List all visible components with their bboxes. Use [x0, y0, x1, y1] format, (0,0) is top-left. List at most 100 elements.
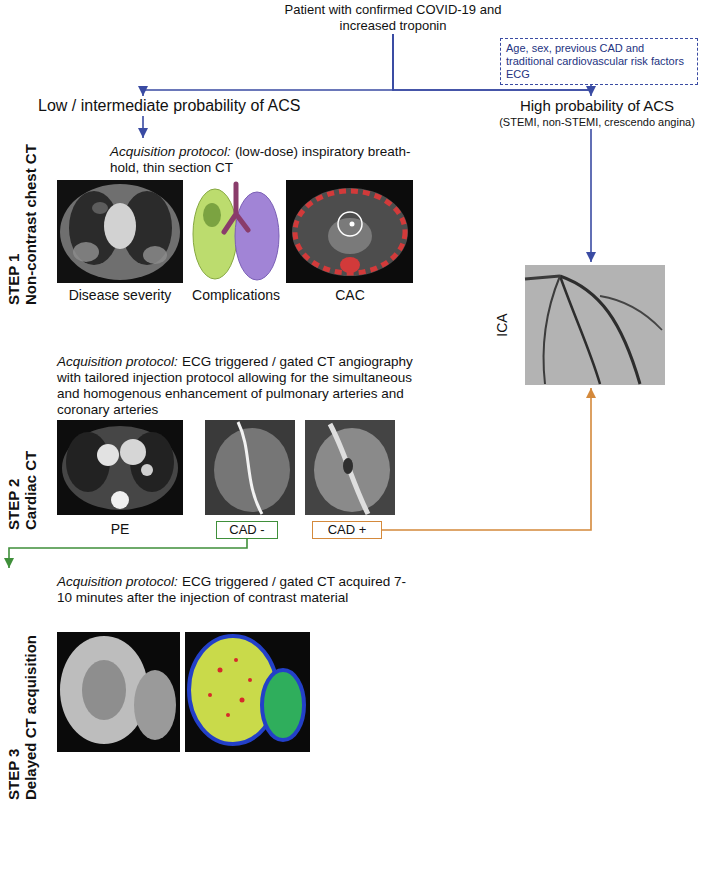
ct-lung-image	[57, 180, 183, 283]
ct-lung-image	[73, 242, 99, 262]
criteria-text: Age, sex, previous CAD and traditional c…	[506, 42, 692, 81]
angiography-image	[525, 265, 665, 385]
step-title: Delayed CT acquisition	[22, 620, 39, 800]
calcium-score-image	[292, 188, 408, 276]
calcium-score-image	[286, 180, 413, 283]
delayed-ct-colour-map	[208, 693, 212, 697]
delayed-ct-colour-map	[262, 670, 304, 740]
protocol-paragraph: Acquisition protocol:(low-dose) inspirat…	[110, 144, 425, 176]
probability-label: Low / intermediate probability of ACS	[38, 96, 300, 116]
text-block: CAD -	[217, 522, 277, 538]
coronary-normal-image	[205, 420, 295, 515]
step-number: STEP 3	[5, 620, 22, 800]
lung-model-image	[193, 189, 237, 279]
calcium-score-image	[340, 257, 360, 273]
angiography-image	[543, 276, 560, 384]
image-caption: Disease severity	[65, 287, 175, 304]
ct-lung-image	[104, 203, 136, 249]
delayed-ct-colour-map	[248, 678, 252, 682]
coronary-normal-image	[214, 428, 290, 512]
step-title: Non-contrast chest CT	[22, 125, 39, 305]
step-number: STEP 2	[5, 410, 22, 530]
lung-model-image	[224, 184, 248, 232]
pulmonary-ct-image	[57, 420, 183, 515]
calcium-score-image	[338, 212, 362, 236]
text-block: Age, sex, previous CAD and traditional c…	[506, 42, 692, 81]
delayed-ct-image	[134, 670, 176, 740]
flow-arrow	[9, 539, 247, 568]
pulmonary-ct-image	[111, 491, 129, 509]
image-caption: CAC	[295, 287, 405, 304]
rotated-label: STEP 3Delayed CT acquisition	[5, 620, 39, 800]
delayed-ct-colour-map	[185, 632, 310, 752]
protocol-paragraph: Acquisition protocol:ECG triggered / gat…	[57, 354, 425, 418]
angiography-image	[525, 265, 665, 385]
coronary-disease-image	[343, 458, 353, 474]
ct-lung-image	[143, 246, 167, 264]
image-label: ICA	[493, 305, 511, 345]
step-panel: STEP 3Delayed CT acquisition Acquisition …	[0, 568, 425, 868]
calcium-score-image	[350, 222, 355, 227]
text-block: High probability of ACS(STEMI, non-STEMI…	[496, 96, 698, 129]
delayed-ct-image	[60, 636, 148, 744]
result-box: CAD -	[216, 521, 278, 539]
coronary-normal-image	[205, 420, 295, 515]
step-title: Cardiac CT	[22, 410, 39, 530]
ct-lung-image	[92, 202, 108, 214]
delayed-ct-image	[57, 632, 180, 752]
branch-detail: (STEMI, non-STEMI, crescendo angina)	[496, 115, 698, 129]
rotated-label: STEP 1Non-contrast chest CT	[5, 125, 39, 305]
pulmonary-ct-image	[62, 426, 178, 510]
image-panel: ICA	[480, 262, 668, 388]
text-block: CAD +	[313, 522, 381, 538]
step-panel: STEP 1Non-contrast chest CTAcquisition p…	[0, 138, 425, 308]
flow-arrow	[590, 129, 592, 262]
protocol-lead: Acquisition protocol:	[57, 574, 178, 589]
text-block: Low / intermediate probability of ACS	[38, 96, 300, 116]
calcium-score-image	[295, 191, 405, 273]
angiography-image	[525, 276, 560, 279]
ct-lung-image	[60, 184, 180, 280]
lung-model-image	[203, 203, 221, 227]
probability-label: High probability of ACS(STEMI, non-STEMI…	[496, 96, 698, 129]
image-caption: PE	[65, 521, 175, 538]
coronary-disease-image	[305, 420, 395, 515]
delayed-ct-colour-map	[240, 698, 245, 703]
coronary-disease-image	[330, 424, 368, 514]
protocol-paragraph: Acquisition protocol:ECG triggered / gat…	[57, 574, 417, 606]
step-panel: CAD - CAD + STEP 2Cardiac CT Acquisition pr…	[0, 350, 425, 545]
branch-label: High probability of ACS	[496, 96, 698, 115]
coronary-normal-image	[238, 422, 262, 514]
ct-lung-image	[57, 180, 183, 283]
pulmonary-ct-image	[120, 439, 146, 465]
result-box: CAD +	[312, 521, 382, 539]
pulmonary-ct-image	[141, 464, 153, 476]
delayed-ct-image	[57, 632, 180, 752]
image-caption: Complications	[181, 287, 291, 304]
pulmonary-ct-image	[57, 420, 183, 515]
angiography-image	[560, 276, 600, 384]
rotated-label: STEP 2Cardiac CT	[5, 410, 39, 530]
step-number: STEP 1	[5, 125, 22, 305]
coronary-disease-image	[305, 420, 395, 515]
lung-model-image	[190, 180, 280, 283]
flow-arrow	[382, 388, 591, 530]
delayed-ct-image	[82, 660, 126, 720]
text-block: Patient with confirmed COVID-19 and incr…	[268, 2, 518, 34]
delayed-ct-colour-map	[185, 632, 310, 752]
pulmonary-ct-image	[97, 444, 119, 466]
angiography-image	[560, 276, 640, 384]
delayed-ct-colour-map	[226, 713, 230, 717]
angiography-image	[600, 296, 662, 330]
protocol-lead: Acquisition protocol:	[110, 144, 231, 159]
rotated-label: ICA	[493, 305, 511, 345]
flow-arrow	[143, 34, 393, 96]
branch-label: Low / intermediate probability of ACS	[38, 96, 300, 116]
start-text: Patient with confirmed COVID-19 and incr…	[268, 2, 518, 34]
calcium-score-image	[286, 180, 413, 283]
protocol-lead: Acquisition protocol:	[57, 354, 178, 369]
coronary-disease-image	[314, 428, 390, 512]
